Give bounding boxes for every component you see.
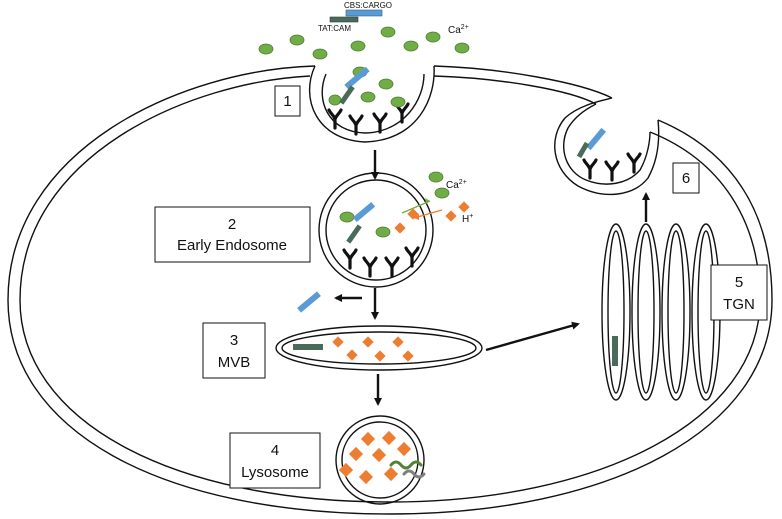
- trans-golgi-network: [601, 223, 721, 401]
- calcium-label-endosome: Ca2+: [446, 179, 467, 191]
- step-box-4: 4 Lysosome: [229, 432, 321, 489]
- step-box-6: 6: [672, 162, 700, 194]
- protons: [332, 201, 470, 485]
- proton-ion-icon: [402, 350, 414, 362]
- step-number: 2: [228, 216, 236, 233]
- proton-ion-icon: [374, 350, 386, 362]
- multivesicular-body: [275, 325, 483, 371]
- step-number: 5: [735, 274, 743, 291]
- early-endosome: [318, 172, 434, 288]
- arrow-icon: [485, 321, 580, 352]
- proton-ion-icon: [383, 466, 399, 482]
- cell-penetrating-complex-icon: [293, 9, 618, 366]
- exocytic-vesicle-6: [554, 97, 660, 196]
- step-box-1: 1: [274, 85, 301, 117]
- calcium-ion-icon: [328, 94, 342, 106]
- proton-ion-icon: [348, 446, 364, 462]
- proton-ion-icon: [396, 441, 412, 457]
- degraded-fragments: [389, 460, 426, 479]
- step-number: 3: [230, 332, 238, 349]
- calcium-ion-icon: [378, 78, 394, 90]
- ion-flux-arrows: [401, 198, 443, 220]
- calcium-ion-icon: [454, 42, 470, 54]
- step-box-3: 3 MVB: [202, 322, 266, 379]
- lysosome: [335, 415, 425, 505]
- calcium-ion-icon: [434, 187, 450, 199]
- proton-ion-icon: [346, 349, 358, 361]
- proton-ion-icon: [332, 336, 344, 348]
- proton-ion-icon: [458, 201, 470, 213]
- calcium-ion-icon: [425, 31, 441, 43]
- calcium-ion-icon: [428, 171, 444, 183]
- calcium-ion-icon: [289, 34, 305, 46]
- proton-ion-icon: [338, 462, 354, 478]
- step-name: Lysosome: [241, 464, 309, 481]
- calcium-ion-icon: [350, 40, 366, 52]
- calcium-ion-icon: [258, 43, 274, 55]
- proton-ion-icon: [392, 336, 404, 348]
- endocytic-vesicle-1: [308, 65, 435, 143]
- proton-ion-icon: [360, 431, 376, 447]
- calcium-label-top: Ca2+: [448, 24, 469, 36]
- proton-label: H+: [462, 213, 473, 225]
- step-box-2: 2 Early Endosome: [154, 206, 311, 263]
- pathway-arrows: [334, 150, 650, 406]
- step-number: 1: [283, 93, 291, 110]
- step-number: 4: [271, 442, 279, 459]
- calcium-ion-icon: [380, 26, 396, 38]
- proton-ion-icon: [358, 469, 374, 485]
- calcium-ion-icon: [375, 226, 391, 238]
- proton-ion-icon: [445, 210, 457, 222]
- step-number: 6: [682, 170, 690, 187]
- calcium-ion-icon: [339, 211, 355, 223]
- calcium-ion-icon: [312, 48, 328, 60]
- step-name: MVB: [218, 354, 251, 371]
- calcium-ion-icon: [390, 96, 406, 108]
- proton-ion-icon: [394, 222, 406, 234]
- calcium-ion-icon: [403, 40, 419, 52]
- cell-membrane: [7, 65, 773, 515]
- step-box-5: 5 TGN: [710, 264, 768, 321]
- proton-ion-icon: [362, 336, 374, 348]
- cargo-label: CBS:CARGO: [344, 1, 392, 10]
- proton-ion-icon: [371, 447, 387, 463]
- step-name: Early Endosome: [177, 237, 287, 254]
- carrier-label: TAT:CAM: [318, 24, 351, 33]
- proton-ion-icon: [381, 430, 397, 446]
- calcium-ions: [258, 26, 470, 238]
- calcium-ion-icon: [360, 91, 376, 103]
- step-name: TGN: [723, 296, 755, 313]
